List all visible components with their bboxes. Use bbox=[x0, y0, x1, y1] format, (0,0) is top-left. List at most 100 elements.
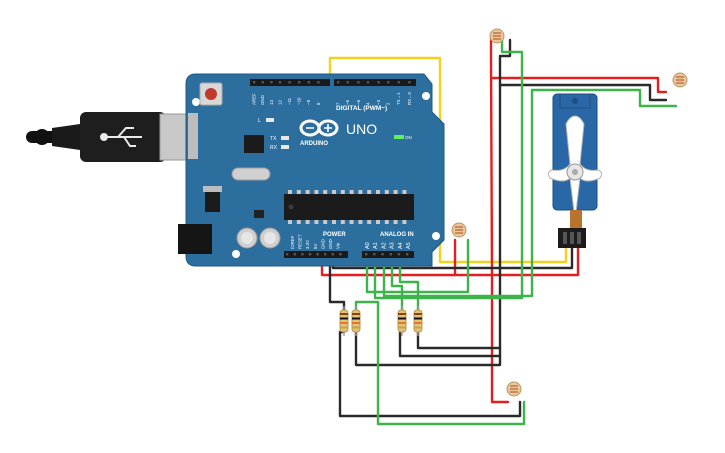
wire-black-res3[interactable] bbox=[398, 330, 502, 358]
analog-pin-hole[interactable] bbox=[373, 253, 376, 256]
chip-leg bbox=[376, 190, 380, 194]
digital-pin-hole[interactable] bbox=[387, 81, 390, 84]
resistor-band bbox=[352, 326, 360, 329]
analog-pin-hole[interactable] bbox=[381, 253, 384, 256]
mount-hole bbox=[432, 232, 440, 240]
analog-header-label: ANALOG IN bbox=[380, 232, 414, 238]
digital-pin-label: ~9 bbox=[306, 99, 311, 105]
wire-green-a3[interactable] bbox=[390, 256, 404, 314]
digital-pin-hole[interactable] bbox=[397, 81, 400, 84]
photoresistor-middle[interactable] bbox=[451, 222, 467, 238]
photoresistor-track bbox=[510, 385, 518, 393]
chip-leg bbox=[296, 190, 301, 194]
led-tx bbox=[281, 136, 289, 140]
analog-pin-label: A3 bbox=[390, 242, 396, 249]
chip-leg bbox=[340, 190, 345, 194]
wire-black-ldr-top[interactable] bbox=[498, 38, 512, 87]
digital-pin-hole[interactable] bbox=[288, 81, 291, 84]
power-pin-hole[interactable] bbox=[286, 253, 289, 256]
servo-cable bbox=[570, 210, 582, 228]
power-pin-hole[interactable] bbox=[331, 253, 334, 256]
wire-green-res2-ldr[interactable] bbox=[354, 300, 526, 426]
power-pin-label: 3.3V bbox=[305, 240, 310, 249]
wire-green-a4[interactable] bbox=[398, 256, 420, 314]
resistor[interactable] bbox=[339, 306, 349, 336]
on-led-label: ON bbox=[405, 135, 412, 140]
chip-leg bbox=[288, 190, 292, 194]
digital-header-label: DIGITAL (PWM~) bbox=[336, 105, 387, 112]
digital-pin-hole[interactable] bbox=[357, 81, 360, 84]
analog-pin-hole[interactable] bbox=[389, 253, 392, 256]
servo-connector-pin bbox=[563, 232, 567, 244]
chip-leg bbox=[340, 220, 345, 224]
photoresistor-track bbox=[676, 76, 684, 84]
power-pin-hole[interactable] bbox=[324, 253, 327, 256]
digital-pin-hole[interactable] bbox=[298, 81, 301, 84]
mount-hole bbox=[192, 98, 200, 106]
power-pin-hole[interactable] bbox=[316, 253, 319, 256]
digital-pin-hole[interactable] bbox=[261, 81, 264, 84]
analog-pin-hole[interactable] bbox=[397, 253, 401, 256]
wire-red-ldr-bottom[interactable] bbox=[490, 273, 510, 404]
digital-pin-label: ~11 bbox=[287, 97, 292, 105]
resistor-band bbox=[414, 313, 422, 315]
digital-pin-hole[interactable] bbox=[408, 81, 411, 84]
chip-leg bbox=[402, 190, 407, 194]
chip-leg bbox=[288, 220, 292, 224]
usb-strain-relief bbox=[52, 124, 80, 150]
resistor-band bbox=[398, 326, 406, 329]
usb-cable[interactable] bbox=[26, 112, 199, 162]
wire-black-res4[interactable] bbox=[416, 330, 502, 350]
chip-notch bbox=[288, 204, 294, 210]
servo-motor[interactable] bbox=[547, 93, 603, 248]
resistor-band bbox=[352, 322, 360, 324]
chip-leg bbox=[332, 190, 336, 194]
wire-red-ldr-right[interactable] bbox=[490, 76, 668, 94]
power-pin-hole[interactable] bbox=[301, 253, 304, 256]
digital-pin-hole[interactable] bbox=[377, 81, 380, 84]
resistor-band bbox=[352, 317, 360, 320]
mount-hole bbox=[422, 92, 430, 100]
chip-leg bbox=[332, 220, 336, 224]
analog-pin-hole[interactable] bbox=[406, 253, 409, 256]
wire-green-a2[interactable] bbox=[382, 88, 678, 298]
power-pin-hole[interactable] bbox=[293, 253, 296, 256]
photoresistor-bottom[interactable] bbox=[506, 381, 522, 397]
digital-pin-hole[interactable] bbox=[307, 81, 310, 84]
digital-pin-hole[interactable] bbox=[337, 81, 340, 84]
analog-pin-hole[interactable] bbox=[365, 253, 368, 256]
chip-leg bbox=[367, 190, 372, 194]
photoresistor-top[interactable] bbox=[489, 28, 505, 44]
smd-component bbox=[254, 210, 264, 218]
led-tx-label: TX bbox=[270, 136, 277, 142]
resistor[interactable] bbox=[413, 306, 423, 336]
digital-pin-hole[interactable] bbox=[278, 81, 282, 84]
wire-red-ldr-top[interactable] bbox=[489, 38, 494, 277]
power-pin-label: 5V bbox=[313, 244, 318, 249]
power-pin-label: RESET bbox=[298, 234, 303, 249]
resistor[interactable] bbox=[351, 306, 361, 336]
digital-pin-hole[interactable] bbox=[270, 81, 273, 84]
arduino-logo-icon bbox=[299, 119, 339, 137]
bottom-pin-holes bbox=[286, 253, 409, 256]
digital-pin-hole[interactable] bbox=[346, 81, 349, 84]
resistor[interactable] bbox=[397, 306, 407, 336]
digital-pin-hole[interactable] bbox=[253, 81, 256, 84]
on-led bbox=[394, 135, 404, 139]
power-pin-hole[interactable] bbox=[339, 253, 342, 256]
wire-green-a1[interactable] bbox=[373, 38, 524, 300]
power-pin-hole[interactable] bbox=[308, 253, 312, 256]
power-jack[interactable] bbox=[178, 224, 212, 254]
digital-pin-hole[interactable] bbox=[317, 81, 320, 84]
servo-screw bbox=[572, 98, 578, 104]
photoresistor-right[interactable] bbox=[672, 72, 688, 88]
digital-pin-hole[interactable] bbox=[366, 81, 370, 84]
chip-leg bbox=[384, 190, 389, 194]
chip-leg bbox=[367, 220, 372, 224]
reset-button-cap[interactable] bbox=[205, 88, 217, 100]
servo-horn[interactable] bbox=[547, 115, 603, 213]
led-rx-label: RX bbox=[270, 145, 278, 151]
resistor-band bbox=[414, 317, 422, 320]
power-header-label: POWER bbox=[323, 232, 346, 238]
